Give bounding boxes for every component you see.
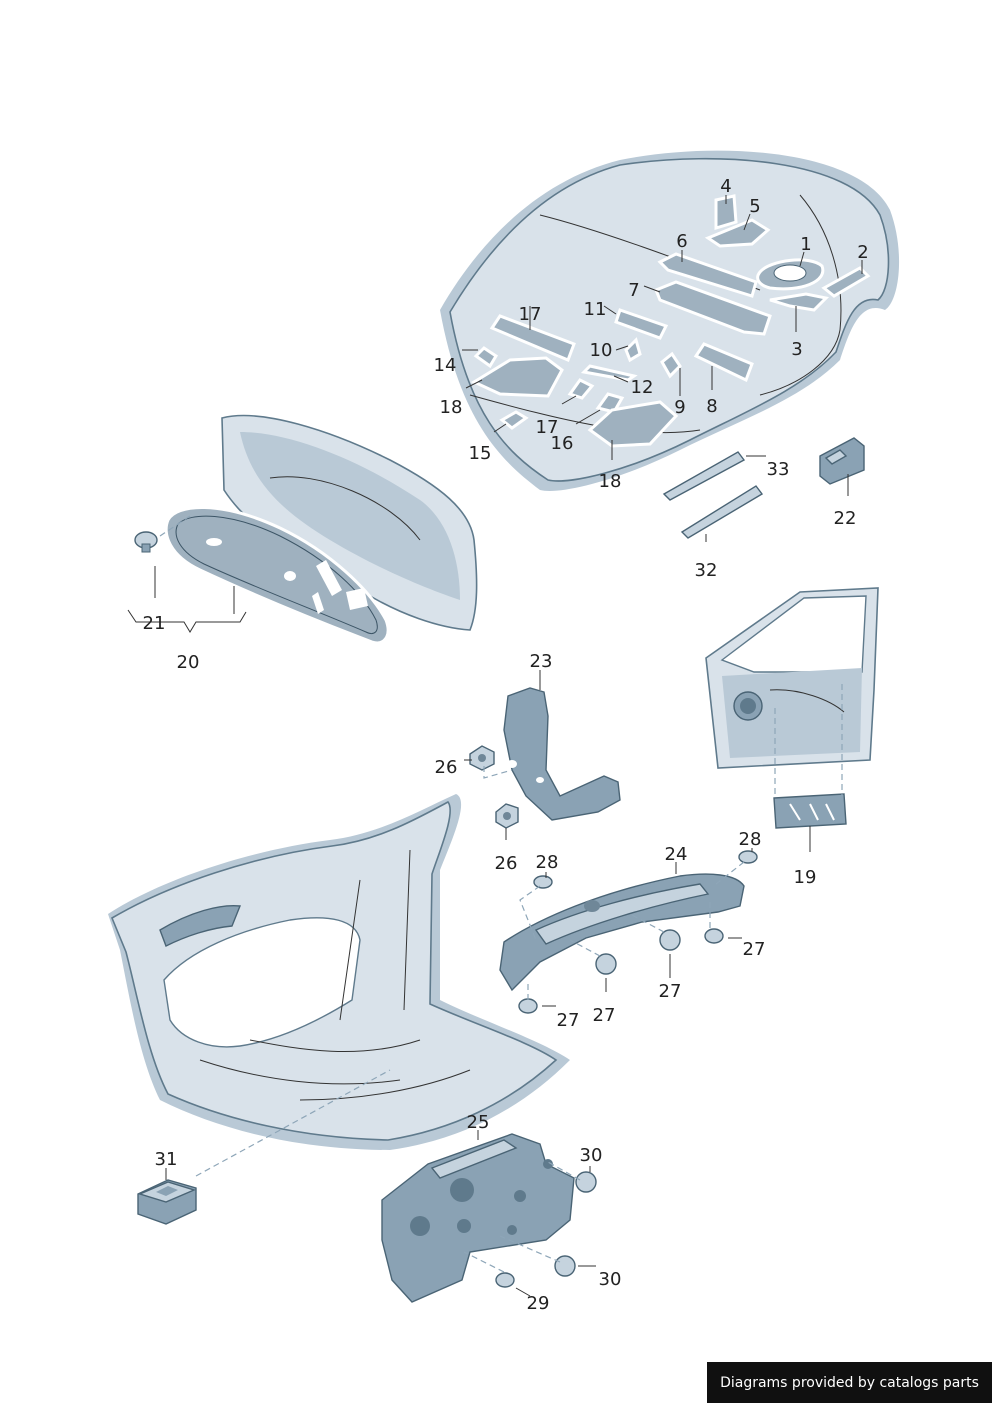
callout-29: 29: [527, 1293, 550, 1314]
pad-18a: [470, 356, 564, 398]
callout-15: 15: [469, 443, 492, 464]
callout-14: 14: [434, 355, 457, 376]
screw-28a: [533, 875, 553, 889]
callout-22: 22: [834, 508, 857, 529]
screw-28b: [738, 850, 758, 864]
pad-8: [693, 342, 754, 383]
front-door: [705, 587, 879, 769]
clip-22: [819, 437, 865, 485]
roof-insulation-pads: [470, 194, 871, 448]
callout-numbers: 4 5 1 2 6 7 3 17 11 10 14 12 18 9 8 17 1…: [143, 176, 869, 1314]
nut-27d: [518, 998, 538, 1014]
pad-2: [821, 266, 871, 298]
callout-5: 5: [749, 196, 760, 217]
callout-28-left: 28: [536, 852, 559, 873]
callout-30-bottom: 30: [599, 1269, 622, 1290]
callout-10: 10: [590, 340, 613, 361]
pad-11: [614, 308, 669, 340]
callout-27-left: 27: [557, 1010, 580, 1031]
callout-8: 8: [706, 396, 717, 417]
fasteners-27-28: [518, 850, 758, 1014]
callout-25: 25: [467, 1112, 490, 1133]
callout-leader-lines: [127, 195, 863, 1297]
bracket-23: [503, 687, 621, 821]
callout-6: 6: [676, 231, 687, 252]
cap-30b: [554, 1255, 576, 1277]
callout-16: 16: [551, 433, 574, 454]
pad-14: [473, 346, 499, 369]
roof-panel: [440, 150, 900, 491]
pad-4: [714, 194, 738, 231]
boot-lid-insulation-20: [164, 506, 390, 645]
callout-23: 23: [530, 651, 553, 672]
callout-2: 2: [857, 242, 868, 263]
callout-27-center: 27: [593, 1005, 616, 1026]
pad-16: [595, 392, 625, 414]
nut-26a: [469, 745, 495, 771]
pad-5: [704, 218, 771, 248]
trim-strip-33: [662, 451, 746, 501]
callout-20: 20: [177, 652, 200, 673]
trim-strips: [662, 451, 764, 539]
crossmember-24: [499, 873, 745, 992]
nut-27c: [704, 928, 724, 944]
dashed-leaders: [159, 515, 843, 1273]
callout-17-top: 17: [519, 304, 542, 325]
nut-29: [495, 1272, 515, 1288]
cap-27b: [595, 953, 617, 975]
callout-32: 32: [695, 560, 718, 581]
callout-28-right: 28: [739, 829, 762, 850]
callout-33: 33: [767, 459, 790, 480]
callout-30-top: 30: [580, 1145, 603, 1166]
pad-17a: [489, 314, 576, 362]
callout-7: 7: [628, 280, 639, 301]
callout-21: 21: [143, 613, 166, 634]
callout-26-top: 26: [435, 757, 458, 778]
nut-26b: [495, 803, 519, 829]
callout-31: 31: [155, 1149, 178, 1170]
callout-27-mid: 27: [659, 981, 682, 1002]
callout-27-right: 27: [743, 939, 766, 960]
callout-26-bottom: 26: [495, 853, 518, 874]
callout-11: 11: [584, 299, 607, 320]
pad-17b: [567, 378, 595, 400]
callout-1: 1: [800, 234, 811, 255]
fasteners-29-30: [495, 1171, 597, 1288]
foam-block-31: [137, 1179, 197, 1225]
cap-30a: [575, 1171, 597, 1193]
callout-17-bottom: 17: [536, 417, 559, 438]
credit-banner: Diagrams provided by catalogs parts: [707, 1362, 992, 1403]
callout-4: 4: [720, 176, 731, 197]
pad-10: [624, 337, 642, 363]
callout-9: 9: [674, 397, 685, 418]
pad-6: [657, 252, 758, 298]
pad-3: [769, 292, 830, 312]
pad-7: [654, 280, 772, 336]
door-pad-19: [773, 793, 847, 829]
bulkhead-insulation-25: [381, 1133, 575, 1303]
callout-12: 12: [631, 377, 654, 398]
callout-24: 24: [665, 844, 688, 865]
pad-12: [580, 364, 638, 382]
plug-21: [134, 531, 158, 553]
callout-18-left: 18: [440, 397, 463, 418]
vehicle-body-shell: [108, 794, 570, 1150]
trim-strip-32: [680, 485, 764, 539]
callout-19: 19: [794, 867, 817, 888]
pad-12b: [660, 351, 682, 379]
cap-27a: [659, 929, 681, 951]
pad-15: [499, 410, 529, 430]
callout-3: 3: [791, 339, 802, 360]
callout-18-right: 18: [599, 471, 622, 492]
